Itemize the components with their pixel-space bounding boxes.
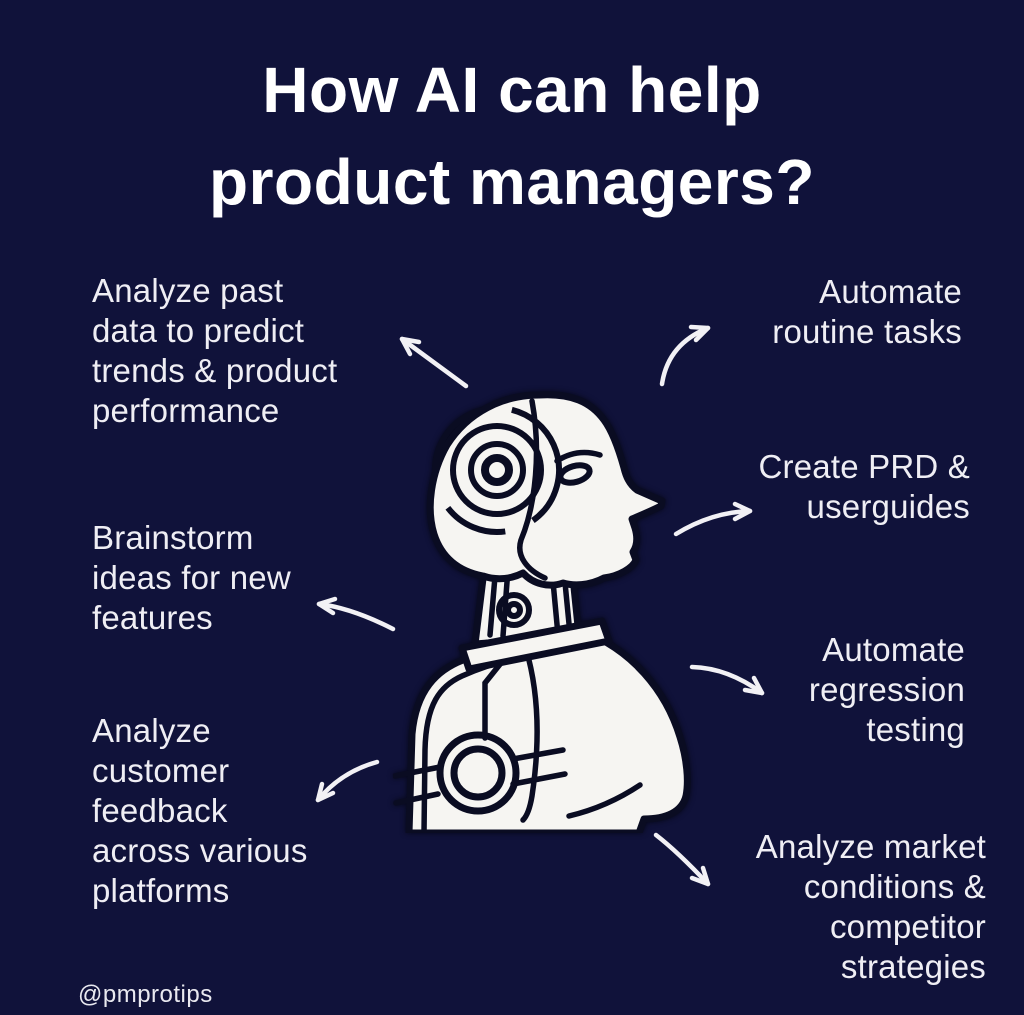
feature-analyze-market: Analyze market conditions & competitor s… <box>755 828 986 985</box>
feature-create-prd-userguides: Create PRD & userguides <box>758 448 970 525</box>
page-title: How AI can help product managers? <box>209 54 815 218</box>
feature-automate-routine-tasks: Automate routine tasks <box>772 273 962 350</box>
arrow-to-analyze-feedback <box>315 759 380 803</box>
feature-analyze-past-data: Analyze past data to predict trends & pr… <box>92 272 338 429</box>
feature-automate-regression: Automate regression testing <box>808 631 965 748</box>
feature-brainstorm-ideas: Brainstorm ideas for new features <box>92 519 291 636</box>
robot-illustration <box>393 391 691 833</box>
robot-torso <box>393 626 691 833</box>
arrow-to-analyze-market <box>653 832 711 887</box>
feature-analyze-feedback: Analyze customer feedback across various… <box>92 712 308 909</box>
robot-eye <box>557 462 593 486</box>
robot-collar <box>458 617 613 673</box>
arrow-to-automate-routine-tasks <box>659 324 711 387</box>
watermark-handle: @pmprotips <box>78 981 213 1008</box>
robot-head <box>426 391 666 589</box>
arrow-to-brainstorm-ideas <box>316 596 396 632</box>
robot-eyebrow <box>554 449 603 464</box>
arrow-to-analyze-past-data <box>399 336 469 389</box>
